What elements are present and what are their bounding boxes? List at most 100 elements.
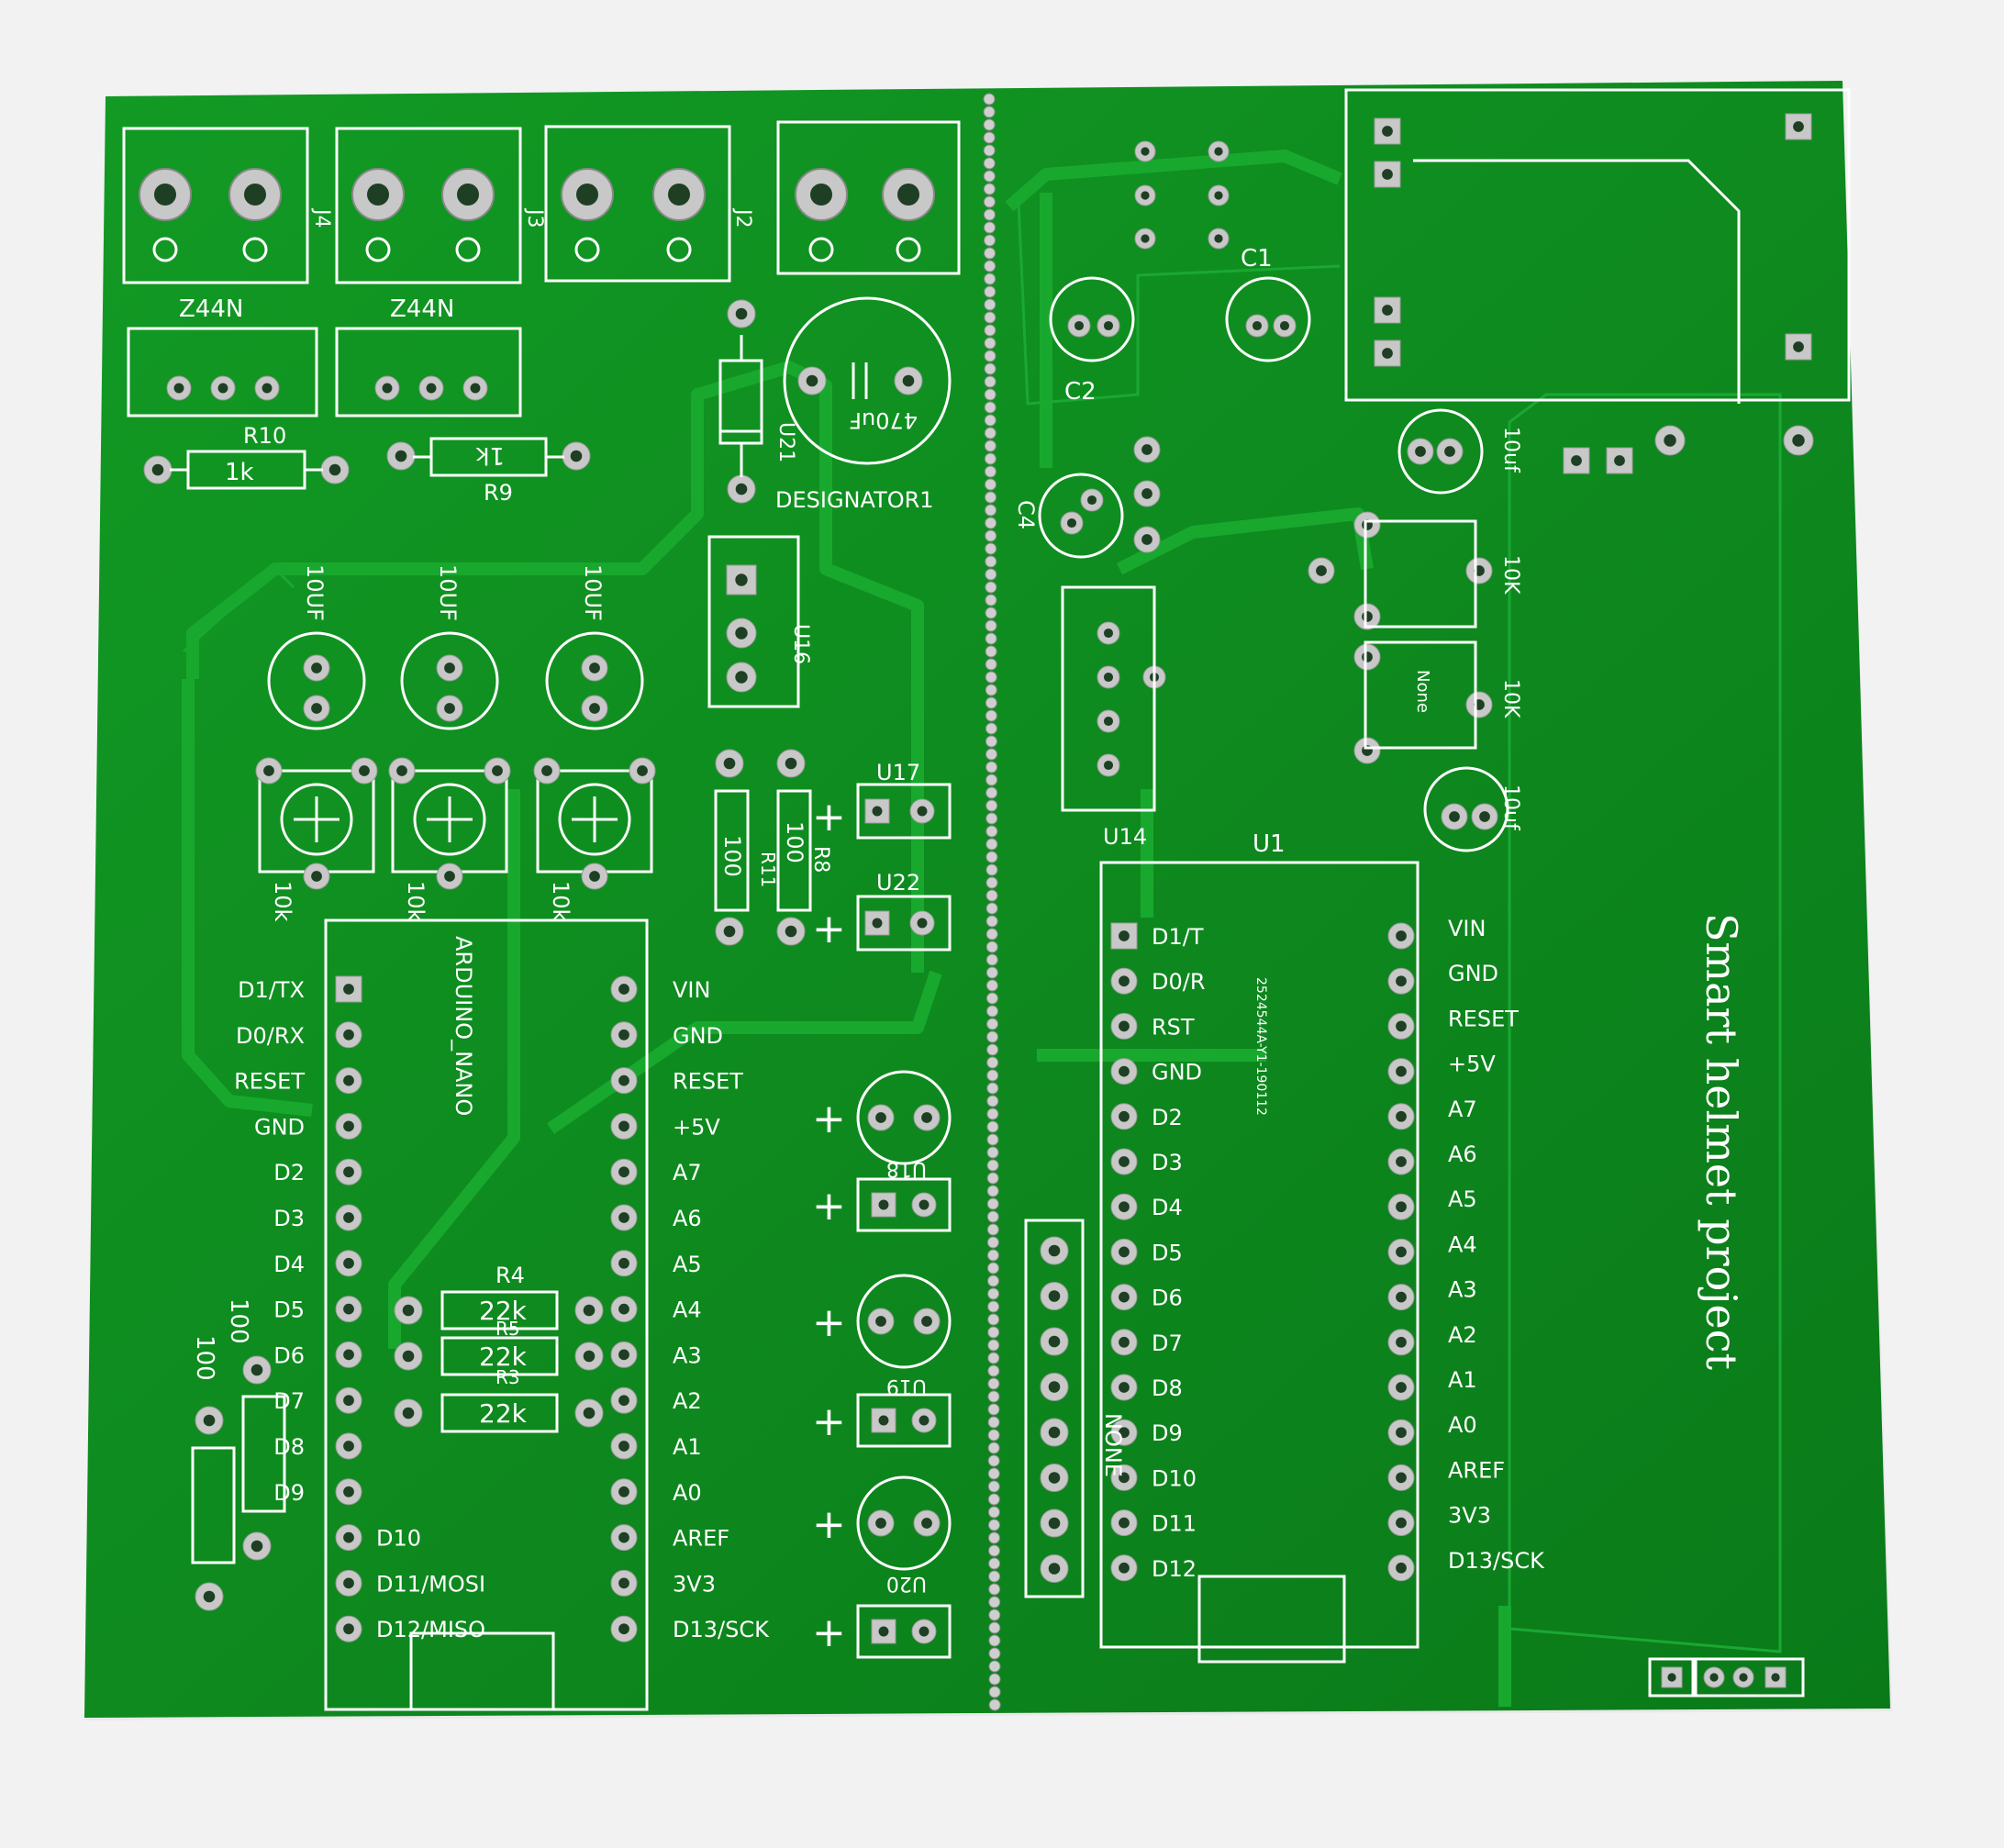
resistor-left-vertical-b-value: 100: [225, 1298, 252, 1344]
perforation-hole: [984, 273, 996, 285]
drill-hole: [1396, 1110, 1407, 1122]
perforation-hole: [986, 1197, 999, 1210]
perforation-hole: [984, 260, 996, 273]
nano-left-pin-label: D9: [1152, 1420, 1183, 1446]
resistor-r10: 1k R10: [170, 423, 323, 490]
drill-hole: [618, 1120, 629, 1132]
perforation-hole: [986, 1249, 999, 1262]
perforation-hole: [985, 555, 997, 568]
drill-hole: [1793, 121, 1804, 132]
nano-right-pin-label: A1: [1448, 1367, 1477, 1393]
drill-hole: [785, 925, 797, 938]
nano-right-pin-label: AREF: [673, 1526, 729, 1552]
perforation-hole: [987, 1531, 1000, 1544]
drill-hole: [1449, 811, 1460, 822]
perforation-hole: [987, 1364, 1000, 1377]
drill-hole: [589, 871, 600, 882]
mosfet-label-right: Z44N: [390, 295, 454, 323]
perforation-hole: [984, 452, 996, 465]
drill-hole: [1141, 444, 1152, 455]
drill-hole: [918, 1415, 930, 1426]
drill-hole: [1103, 716, 1114, 727]
drill-hole: [1396, 1065, 1407, 1077]
drill-hole: [1396, 1427, 1407, 1439]
connector-label-j3: J3: [523, 207, 546, 228]
nano-right-pin-label: A6: [673, 1206, 702, 1231]
perforation-hole: [985, 594, 997, 607]
header-u18-ref: U18: [886, 1157, 927, 1180]
resistor-r11-ref: R11: [757, 852, 779, 887]
resistor-outline: [440, 1336, 559, 1376]
drill-hole: [1103, 320, 1114, 331]
polarity-plus: +: [812, 1299, 846, 1346]
drill-hole: [917, 806, 928, 817]
perforation-hole: [985, 851, 998, 863]
perforation-hole: [984, 311, 996, 324]
perforation-hole: [986, 1120, 999, 1133]
nano-right-pin-label: A4: [673, 1297, 702, 1323]
drill-hole: [1119, 1201, 1130, 1213]
nano-left-pin-label: D0/R: [1152, 969, 1206, 995]
capacitor-value-label: 10UF: [580, 564, 606, 621]
perforation-hole: [986, 1043, 999, 1056]
perforation-hole: [987, 1377, 1000, 1390]
perforation-hole: [983, 208, 996, 221]
perforation-hole: [986, 1030, 999, 1043]
regulator-u16-ref: U16: [789, 624, 812, 664]
header-outline: [856, 1393, 952, 1448]
perforation-hole: [985, 786, 998, 799]
perforation-hole: [988, 1660, 1001, 1673]
header-outline: [856, 1604, 952, 1659]
drill-hole: [328, 463, 341, 476]
right-pots-caps: [1364, 408, 1509, 852]
drill-hole: [618, 1257, 629, 1269]
drill-hole: [1396, 1201, 1407, 1213]
potentiometer-value-label: 10k: [270, 881, 295, 922]
perforation-hole: [984, 337, 996, 350]
perforation-hole: [986, 1056, 999, 1069]
resistor-left-vertical-a: 100: [191, 1335, 236, 1564]
drill-hole: [618, 1029, 629, 1041]
perforation-hole: [988, 1570, 1001, 1583]
nano-left-pin-label: D7: [1152, 1330, 1183, 1356]
resistor-left-vertical-a-value: 100: [191, 1335, 218, 1381]
drill-hole: [735, 483, 748, 495]
capacitor-outline: [856, 1475, 952, 1571]
capacitor-470uf-value: 470uF: [849, 407, 918, 433]
drill-hole: [878, 1626, 889, 1637]
drill-hole: [402, 1304, 415, 1317]
drill-hole: [1048, 1244, 1061, 1257]
nano-left-pin-label: GND: [1152, 1060, 1202, 1085]
perforation-hole: [985, 812, 998, 825]
drill-hole: [1119, 975, 1130, 987]
nano-left-pin-label: RESET: [234, 1069, 305, 1095]
drill-hole: [570, 450, 583, 462]
screw-terminals: [122, 120, 961, 284]
resistor-r10-value: 1k: [225, 459, 254, 486]
polarity-plus: +: [812, 1183, 846, 1230]
drill-hole: [263, 765, 274, 776]
capacitor-c1-ref: C1: [1241, 245, 1273, 273]
drill-hole: [470, 383, 481, 394]
nano-right-pin-label: RESET: [673, 1069, 743, 1095]
perforation-hole: [987, 1442, 1000, 1454]
perforation-hole: [985, 915, 998, 928]
drill-hole: [1074, 320, 1085, 331]
perforation-hole: [985, 838, 998, 851]
drill-hole: [735, 307, 748, 320]
capacitor-c1: C1: [1225, 245, 1311, 362]
perforation-hole: [985, 748, 997, 761]
connector-label-j2: J2: [731, 207, 754, 228]
perforation-hole: [983, 221, 996, 234]
drill-hole: [203, 1590, 216, 1603]
drill-hole: [1709, 1673, 1719, 1682]
drill-hole: [1214, 234, 1223, 243]
screw-hole: [244, 184, 266, 206]
header-u19-ref: U19: [886, 1375, 927, 1397]
capacitor-outline: [400, 631, 499, 730]
right-nano-right-labels: VINGNDRESET+5VA7A6A5A4A3A2A1A0AREF3V3D13…: [1448, 916, 1545, 1574]
perforation-hole: [985, 863, 998, 876]
arduino-nano-label: ARDUINO_NANO: [451, 936, 476, 1116]
